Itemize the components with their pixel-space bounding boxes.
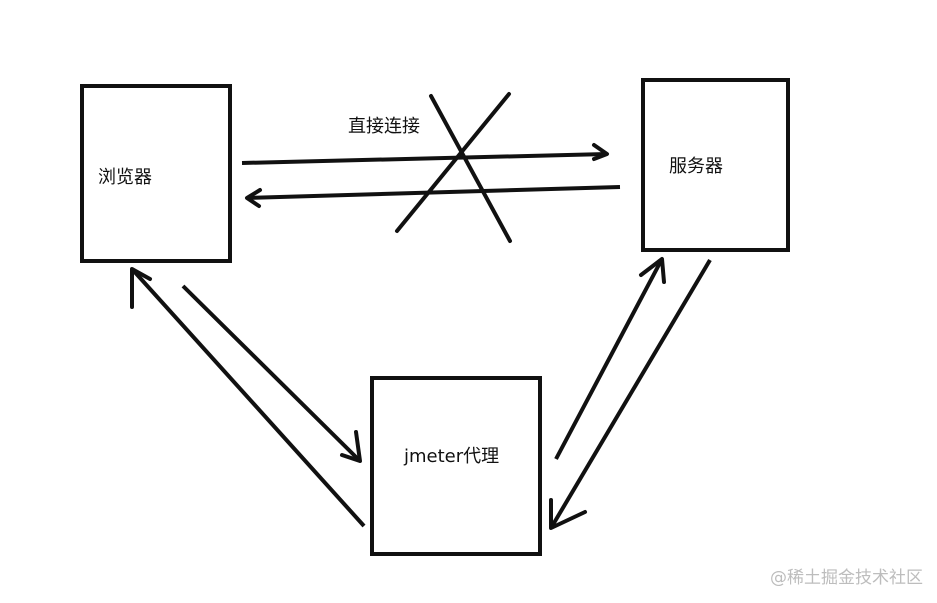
browser-to-proxy-arrowhead — [340, 430, 362, 463]
server-label: 服务器 — [669, 156, 723, 177]
proxy-to-browser-arrowhead — [130, 267, 152, 309]
proxy-to-server-arrow — [554, 258, 664, 460]
cross-line-one — [429, 94, 512, 243]
watermark: @稀土掘金技术社区 — [770, 568, 923, 588]
direct-response-arrow — [246, 185, 621, 200]
proxy-label: jmeter代理 — [404, 446, 500, 467]
server-to-proxy-arrow — [549, 258, 712, 530]
browser-label: 浏览器 — [98, 167, 152, 188]
proxy-to-browser-arrow — [130, 267, 366, 528]
direct-request-arrow — [241, 152, 608, 165]
proxy-box — [370, 376, 542, 556]
direct-request-arrowhead — [592, 143, 609, 161]
server-to-proxy-arrowhead — [549, 498, 587, 530]
direct-connection-label: 直接连接 — [348, 116, 420, 137]
direct-response-arrowhead — [245, 188, 262, 208]
server-box — [641, 78, 790, 252]
cross-line-two — [395, 92, 511, 233]
browser-to-proxy-arrow — [181, 284, 362, 463]
browser-box — [80, 84, 232, 263]
proxy-to-server-arrowhead — [639, 257, 666, 284]
